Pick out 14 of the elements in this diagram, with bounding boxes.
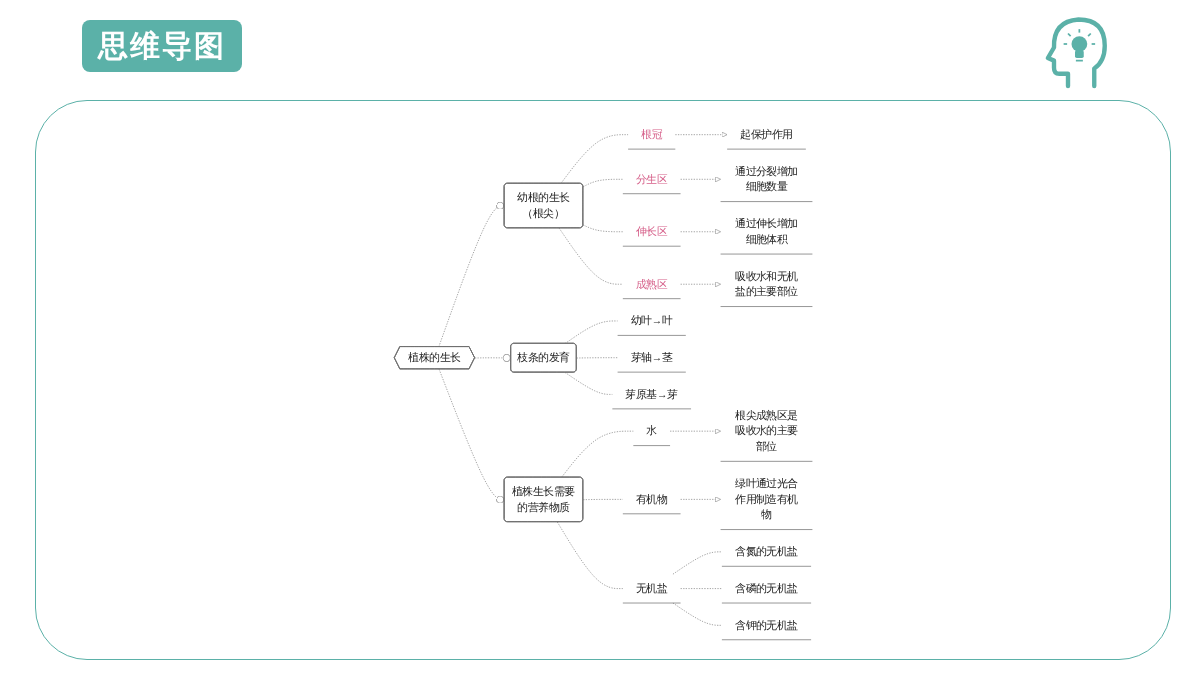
connector xyxy=(560,134,629,184)
title-banner: 思维导图 xyxy=(82,20,242,72)
connector xyxy=(575,357,618,359)
connector xyxy=(558,227,623,285)
connector xyxy=(564,372,613,395)
connector xyxy=(564,320,618,344)
connector xyxy=(556,521,623,589)
connector xyxy=(582,224,623,233)
connector xyxy=(672,602,722,626)
connector xyxy=(582,178,623,188)
content-panel: 植株的生长 幼根的生长（根尖） 根冠 起保护作用 分生区 通过分裂增加细胞数量 伸长区 通过伸长增加细胞体积 成熟区 吸收水和无机盐的主要部位 枝条的发育 幼叶→叶 芽轴→茎 芽原基→芽 植株生长需要的营养物质 水 根尖成熟区是吸收水的主要部位 有机物 绿叶通过光合作用制造有机物 无机盐 含氮的无机盐 含磷的无机盐 含钾的无机盐 xyxy=(35,100,1171,660)
connector xyxy=(672,551,722,575)
connector xyxy=(679,588,722,589)
connector xyxy=(582,499,623,501)
